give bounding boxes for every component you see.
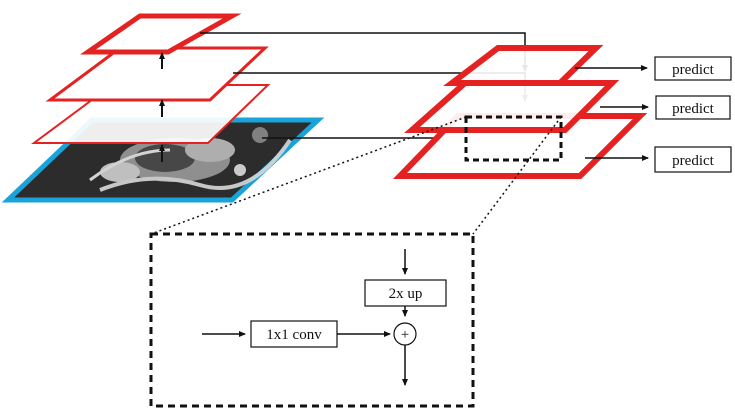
circle-plus-icon: + (393, 322, 417, 346)
zoom-guide-lines (150, 116, 562, 235)
upsample-block: 2x up (364, 279, 447, 307)
detail-box (149, 232, 475, 408)
top-down-level-2 (404, 80, 620, 133)
predict-label-3: predict (672, 153, 714, 169)
add-symbol: + (401, 327, 409, 343)
predict-box-3: predict (654, 146, 732, 173)
predict-label-2: predict (672, 101, 714, 117)
predict-box-1: predict (654, 56, 732, 81)
predict-arrows (575, 65, 649, 161)
predict-label-1: predict (672, 62, 714, 78)
upsample-label: 2x up (389, 286, 423, 302)
bottom-up-level-3 (79, 13, 242, 55)
top-down-level-1 (443, 45, 604, 86)
bottom-up-level-2 (45, 46, 269, 102)
conv-block: 1x1 conv (250, 320, 338, 348)
conv-label: 1x1 conv (266, 327, 322, 343)
predict-box-2: predict (655, 95, 731, 120)
zoom-region-box (464, 115, 563, 162)
